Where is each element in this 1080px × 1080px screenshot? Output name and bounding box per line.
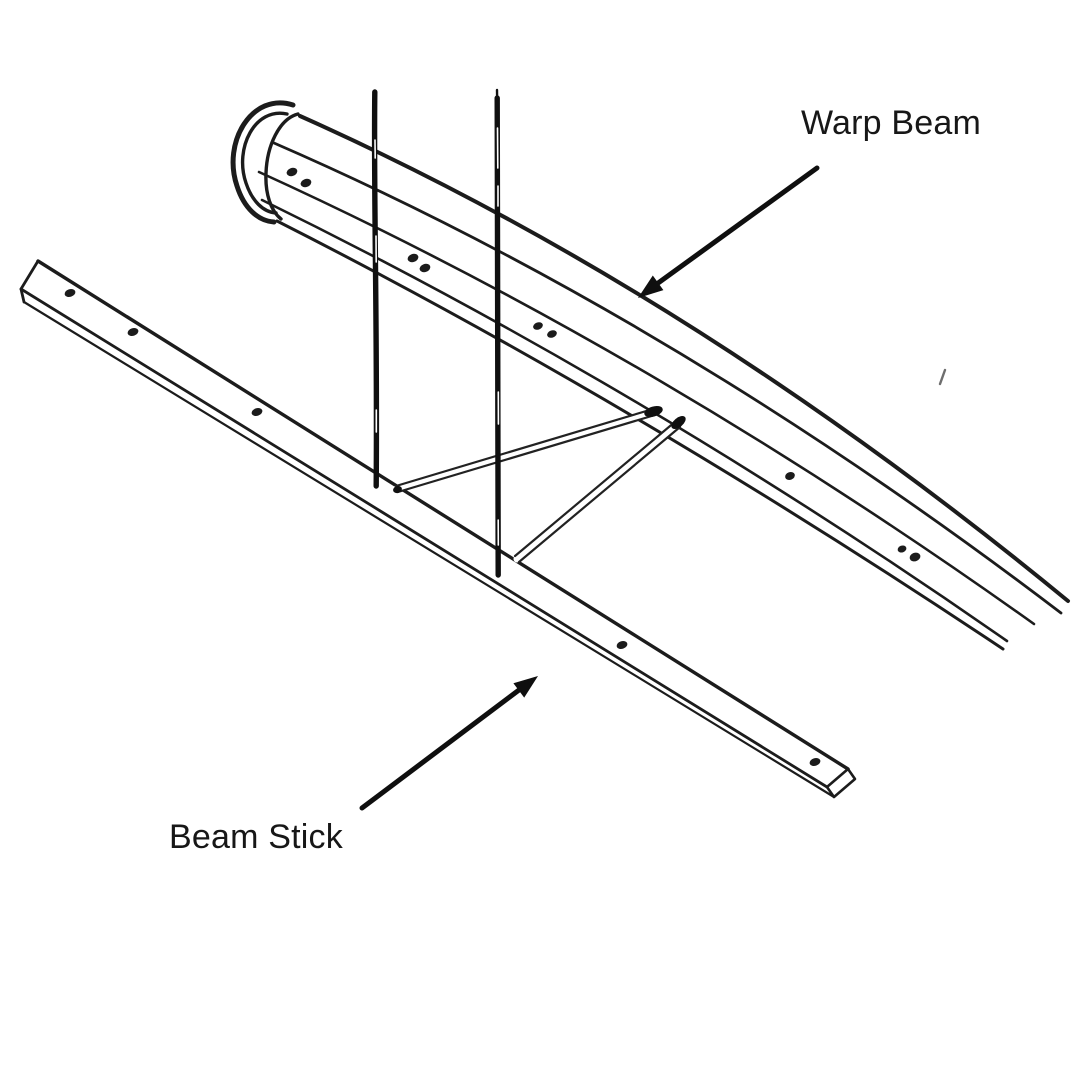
stray-scan-mark xyxy=(938,368,947,386)
warp-beam-end-cap xyxy=(264,112,300,221)
lacing-cord-left-edge xyxy=(394,407,655,488)
beam-stick-lower-edge xyxy=(19,287,829,789)
warp-threads xyxy=(371,88,502,578)
warp-beam-flange-outer xyxy=(230,100,296,225)
warp-beam-label: Warp Beam xyxy=(801,104,982,142)
lacing-attachment xyxy=(393,485,402,494)
lacing-knot xyxy=(671,415,686,430)
beam-stick-top-edge xyxy=(36,259,850,771)
lacing-cord-right-core xyxy=(513,420,682,563)
arrowhead xyxy=(513,676,538,698)
lacing-cord-left-edge xyxy=(396,413,657,494)
warp-beam-body xyxy=(277,116,1068,649)
warp-beam-arrow xyxy=(638,165,820,298)
lacing-cord-right-edge xyxy=(517,425,682,564)
lacing-cords xyxy=(393,405,686,564)
beam-stick-label: Beam Stick xyxy=(169,818,343,856)
lacing-cord-right-edge xyxy=(513,419,678,558)
warp-beam-holes xyxy=(286,167,921,562)
beam-stick-right-end xyxy=(825,767,857,799)
arrowhead xyxy=(638,275,664,298)
beam-stick-holes xyxy=(64,289,821,766)
lacing-knot xyxy=(644,405,663,418)
beam-stick-thickness-line xyxy=(22,300,836,799)
lacing-cord-left-core xyxy=(393,408,658,493)
beam-stick-face xyxy=(21,261,848,787)
beam-stick-arrow xyxy=(359,676,538,811)
warp-thread-right xyxy=(494,95,502,578)
warp-beam-flange-inner xyxy=(240,111,289,215)
annotation-arrows xyxy=(359,165,820,811)
beam-stick-drawing xyxy=(19,259,857,799)
thread-texture xyxy=(374,127,500,546)
beam-stick-left-end xyxy=(19,259,40,304)
